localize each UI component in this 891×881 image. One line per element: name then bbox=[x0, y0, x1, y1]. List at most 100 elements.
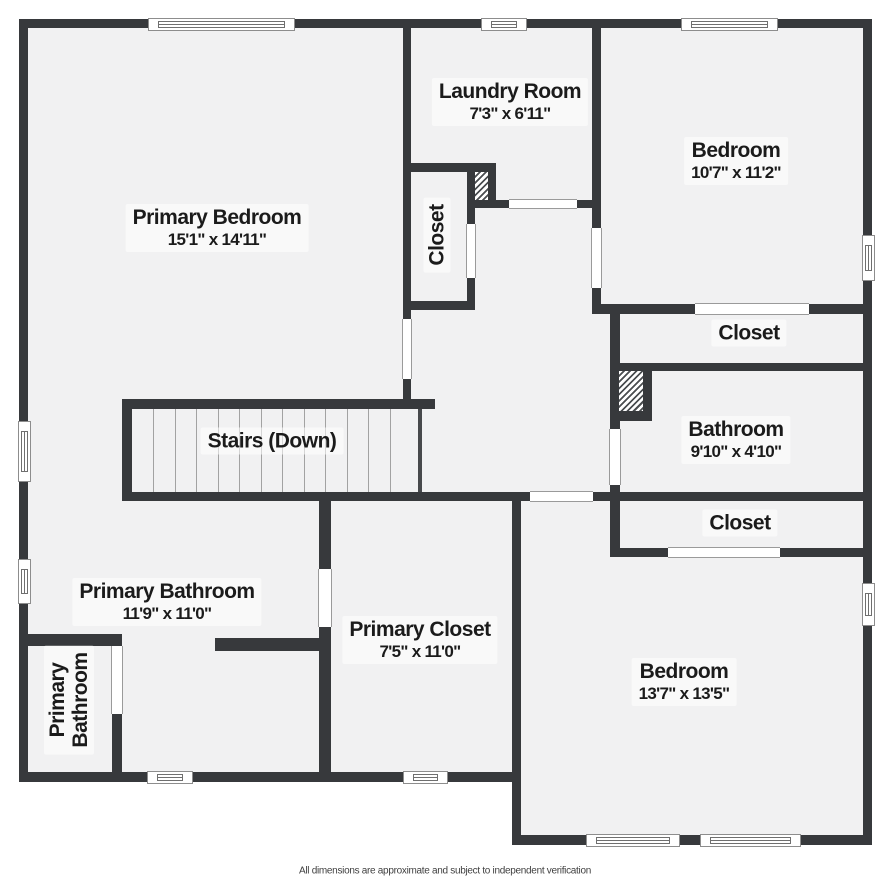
opening-closet2-opening bbox=[668, 547, 780, 558]
room-dimensions: 15'1" x 14'11" bbox=[167, 230, 267, 249]
room-name: Laundry Room bbox=[438, 80, 582, 103]
room-name: Bedroom bbox=[639, 660, 729, 683]
window-glazing bbox=[20, 431, 28, 472]
window-mullion bbox=[867, 594, 869, 615]
wall-bedroom1-left-lower bbox=[592, 288, 601, 314]
wall-mid-horizontal-right bbox=[593, 492, 872, 501]
wall-bedroom2-left bbox=[512, 492, 521, 845]
room-name-line: Primary bbox=[46, 662, 69, 738]
window-primary-bedroom-window bbox=[148, 17, 295, 31]
wall-laundry-bottom-left bbox=[467, 200, 509, 208]
window-laundry-window bbox=[481, 17, 527, 31]
window-mullion bbox=[711, 839, 790, 841]
wall-suite-divider-lower bbox=[319, 627, 331, 772]
window-mullion bbox=[23, 432, 25, 471]
opening-closet-hall-door bbox=[466, 224, 476, 278]
wall-closet2-bottom-left bbox=[610, 548, 668, 557]
opening-primary-closet-door bbox=[318, 569, 332, 627]
room-name: Closet bbox=[709, 511, 771, 535]
window-mullion bbox=[158, 776, 182, 778]
opening-bathroom-door bbox=[609, 429, 621, 485]
window-glazing bbox=[157, 773, 183, 781]
window-mullion bbox=[23, 570, 25, 593]
room-name: Primary Bathroom bbox=[79, 580, 255, 603]
window-corridor-window bbox=[17, 421, 31, 482]
room-dimensions: 7'5" x 11'0" bbox=[379, 642, 461, 661]
stair-tread-line bbox=[196, 409, 198, 492]
window-glazing bbox=[20, 569, 28, 594]
disclaimer-text: All dimensions are approximate and subje… bbox=[299, 865, 591, 877]
room-name: Bedroom bbox=[691, 139, 781, 162]
window-primary-bath-left-window bbox=[17, 559, 31, 604]
opening-bedroom1-door bbox=[591, 228, 602, 288]
hatch-chase-hatch-1 bbox=[475, 172, 488, 200]
wall-bedroom1-bottom-left bbox=[592, 304, 695, 314]
window-glazing bbox=[491, 20, 517, 28]
wall-closet1-bottom bbox=[610, 363, 872, 371]
window-mullion bbox=[159, 23, 284, 25]
window-glazing bbox=[596, 836, 670, 844]
wall-stairs-left bbox=[122, 399, 132, 501]
wall-wc-right-lower bbox=[112, 714, 122, 782]
wall-closet-hall-top bbox=[403, 163, 496, 172]
room-dimensions: 7'3" x 6'11" bbox=[469, 104, 551, 123]
wall-outer-top bbox=[19, 19, 872, 28]
wall-outer-left bbox=[19, 19, 28, 782]
opening-wc-door bbox=[111, 646, 123, 714]
wall-closet-hall-right-lower bbox=[467, 278, 475, 310]
hatch-chase-hatch-2 bbox=[619, 371, 643, 411]
window-mullion bbox=[597, 839, 669, 841]
window-glazing bbox=[864, 245, 872, 271]
room-name: Stairs (Down) bbox=[207, 429, 337, 453]
hatch-stripes bbox=[619, 371, 643, 411]
room-label-closet-top-right: Closet bbox=[711, 319, 787, 347]
room-label-closet-mid-right: Closet bbox=[702, 509, 778, 537]
window-primary-bath-bottom-window bbox=[147, 770, 193, 784]
window-glazing bbox=[691, 20, 768, 28]
stair-tread-line bbox=[389, 409, 391, 492]
wall-closet-hall-right-upper bbox=[467, 172, 475, 224]
stair-tread-line bbox=[174, 409, 176, 492]
floor-area bbox=[517, 777, 868, 840]
window-glazing bbox=[710, 836, 791, 844]
window-mullion bbox=[867, 246, 869, 270]
room-label-closet-hall: Closet bbox=[423, 197, 451, 273]
wall-wc-top bbox=[19, 634, 122, 646]
window-mullion bbox=[492, 23, 516, 25]
opening-closet1-opening bbox=[695, 303, 809, 315]
wall-primary-divider-lower bbox=[403, 379, 411, 409]
room-name: Primary Closet bbox=[349, 618, 491, 641]
window-bedroom2-bottom-window-1 bbox=[586, 833, 680, 847]
stair-tread-line bbox=[153, 409, 155, 492]
room-dimensions: 9'10" x 4'10" bbox=[690, 442, 782, 461]
room-name: Bathroom bbox=[688, 418, 784, 441]
wall-outer-right bbox=[863, 19, 872, 845]
window-bedroom1-right-window bbox=[861, 235, 875, 281]
window-glazing bbox=[864, 593, 872, 616]
hatch-stripes bbox=[475, 172, 488, 200]
wall-bathroom-stub bbox=[215, 638, 331, 651]
window-bedroom2-bottom-window-2 bbox=[700, 833, 801, 847]
wall-bedroom1-bottom-right bbox=[809, 304, 872, 314]
room-label-stairs: Stairs (Down) bbox=[200, 427, 344, 455]
wall-laundry-bottom-right bbox=[577, 200, 601, 208]
wall-outer-bottom-right bbox=[512, 835, 872, 845]
opening-bedroom2-door bbox=[530, 491, 593, 502]
window-glazing bbox=[413, 773, 438, 781]
room-dimensions: 11'9" x 11'0" bbox=[122, 604, 213, 623]
opening-primary-bedroom-door bbox=[402, 319, 412, 379]
window-mullion bbox=[692, 23, 767, 25]
stair-tread-line bbox=[346, 409, 348, 492]
wall-outer-bottom-left bbox=[19, 772, 521, 782]
room-dimensions: 10'7" x 11'2" bbox=[691, 163, 781, 182]
wall-closet2-bottom-right bbox=[780, 548, 863, 557]
room-name: Closet bbox=[718, 321, 780, 345]
